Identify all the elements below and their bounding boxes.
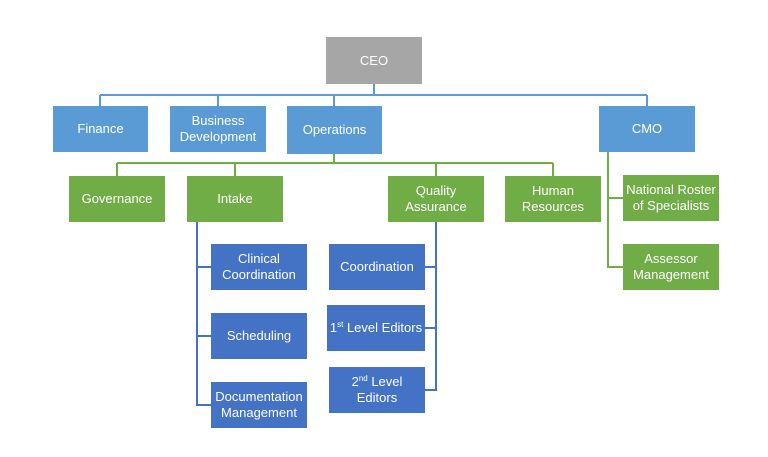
second-level-editors-box: 2nd Level Editors (329, 367, 425, 413)
documentation-management-box: Documentation Management (211, 382, 307, 428)
finance-box: Finance (53, 106, 148, 152)
ceo-box: CEO (326, 37, 422, 84)
second-level-editors-label: 2nd Level Editors (351, 374, 403, 405)
first-level-editors-label: 1st Level Editors (329, 320, 423, 335)
intake-box: Intake (187, 176, 283, 222)
business-development-box: Business Development (170, 106, 266, 152)
assessor-management-box: Assessor Management (623, 244, 719, 290)
coordination-box: Coordination (329, 244, 425, 290)
national-roster-box: National Roster of Specialists (623, 175, 719, 221)
governance-box: Governance (69, 176, 165, 222)
operations-box: Operations (287, 106, 382, 154)
connector-operations-units (116, 154, 554, 176)
scheduling-box: Scheduling (211, 313, 307, 359)
connector-qa-subunits (425, 222, 437, 391)
human-resources-box: Human Resources (505, 176, 601, 222)
cmo-box: CMO (599, 106, 695, 152)
connector-intake-subunits (196, 222, 211, 406)
connector-ceo-level1 (99, 84, 648, 106)
clinical-coordination-box: Clinical Coordination (211, 244, 307, 290)
first-level-editors-box: 1st Level Editors (327, 305, 425, 351)
quality-assurance-box: Quality Assurance (388, 176, 484, 222)
connector-cmo-units (607, 152, 623, 268)
